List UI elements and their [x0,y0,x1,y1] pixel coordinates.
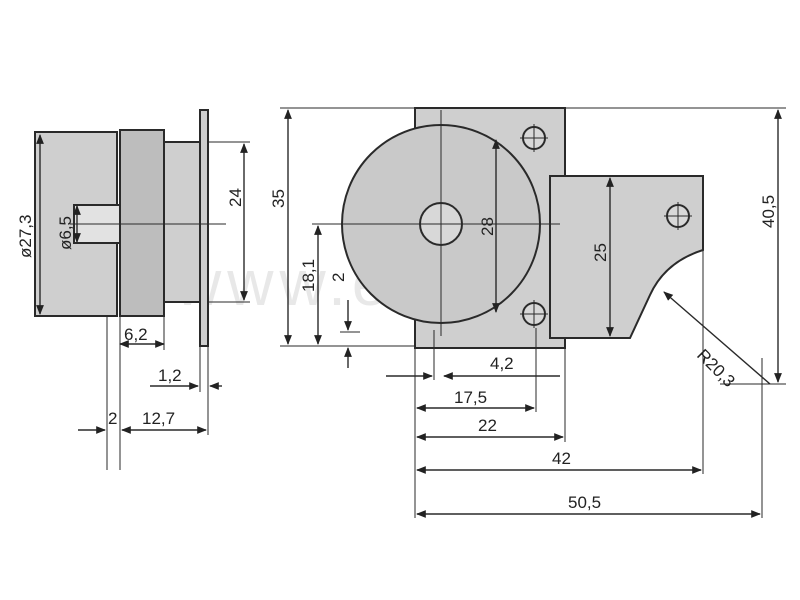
dim-front-width-17: 17,5 [454,388,487,407]
dim-front-small-offset: 2 [329,273,348,282]
dim-side-flange-thickness: 1,2 [158,366,182,385]
side-hub [163,141,203,303]
dim-side-height-flange: 24 [226,188,245,207]
dim-side-offset: 2 [108,409,117,428]
dim-front-hole-spacing: 28 [478,217,497,236]
dim-side-diameter-body: ø27,3 [16,215,35,258]
dim-side-diameter-shaft: ø6,5 [56,216,75,250]
side-flange-plate [199,109,209,347]
dim-side-width-body: 6,2 [124,325,148,344]
dim-front-width-50: 50,5 [568,493,601,512]
dim-front-radius: R20,3 [693,345,739,391]
dim-line-front-radius [663,291,771,385]
dim-front-width-42: 42 [552,449,571,468]
dim-front-height-center: 18,1 [299,259,318,292]
side-view: ø27,3 ø6,5 24 6,2 1,2 2 12,7 [16,109,250,470]
dim-front-width-22: 22 [478,416,497,435]
dim-side-total-depth: 12,7 [142,409,175,428]
dim-front-height-left: 35 [269,189,288,208]
side-rotor [119,129,165,317]
front-bracket [549,175,704,339]
dim-front-bracket-height: 25 [591,243,610,262]
dim-front-hub-offset: 4,2 [490,354,514,373]
dim-front-total-height: 40,5 [759,195,778,228]
